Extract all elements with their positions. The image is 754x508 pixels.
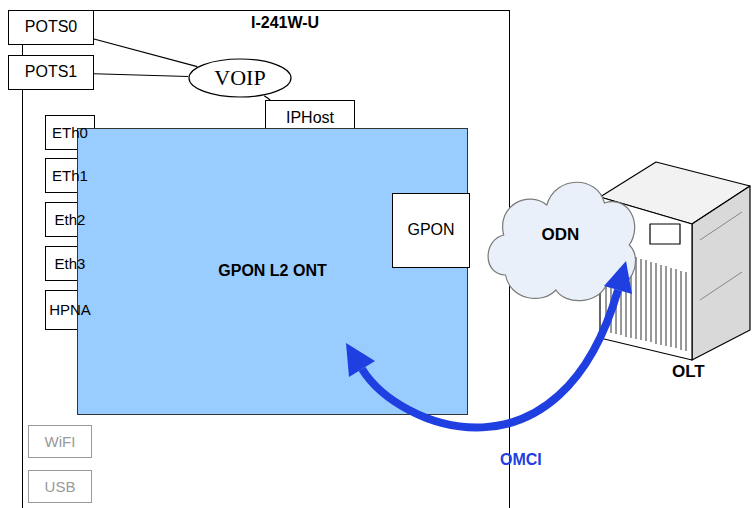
node-text: ETh1 <box>52 167 88 184</box>
node-text: Eth3 <box>55 255 86 272</box>
node-text: VOIP <box>214 65 265 90</box>
node-text: GPON <box>407 221 454 239</box>
node-text: POTS0 <box>25 18 77 36</box>
arrow-head <box>346 343 375 377</box>
node-text: I-241W-U <box>251 14 319 32</box>
node-text: Eth2 <box>55 211 86 228</box>
disabled-port-box: WiFI <box>28 425 92 458</box>
node-text: WiFI <box>45 433 76 450</box>
gpon-box: GPON <box>392 193 470 268</box>
node-text: ODN <box>542 225 580 245</box>
node-text: USB <box>45 478 76 495</box>
server-side <box>692 186 750 360</box>
arrow-head <box>604 261 632 294</box>
port-box: POTS1 <box>8 55 94 90</box>
disabled-port-box: USB <box>28 470 92 503</box>
device-label: OLT <box>672 362 705 382</box>
connector-line <box>94 74 188 77</box>
ellipse-outline <box>189 59 291 97</box>
connector-line <box>94 39 197 67</box>
node-text: GPON L2 ONT <box>218 262 326 280</box>
node-text: HPNA <box>49 301 91 318</box>
voip-ellipse: VOIP <box>188 58 292 98</box>
server-panel <box>650 224 680 244</box>
node-text: POTS1 <box>25 63 77 81</box>
cloud-outline <box>488 182 635 300</box>
ont-region: GPON L2 ONT GPON <box>77 128 468 415</box>
node-text: IPHost <box>286 109 334 127</box>
port-box: POTS0 <box>8 10 94 45</box>
protocol-label: OMCI <box>500 451 542 469</box>
server-side-lines <box>700 212 742 300</box>
node-text: ETh0 <box>52 124 88 141</box>
omci-curve <box>362 290 618 428</box>
device-housing: I-241W-U POTS0POTS1 VOIP IPHostETh0ETh1Eth2… <box>22 10 510 508</box>
